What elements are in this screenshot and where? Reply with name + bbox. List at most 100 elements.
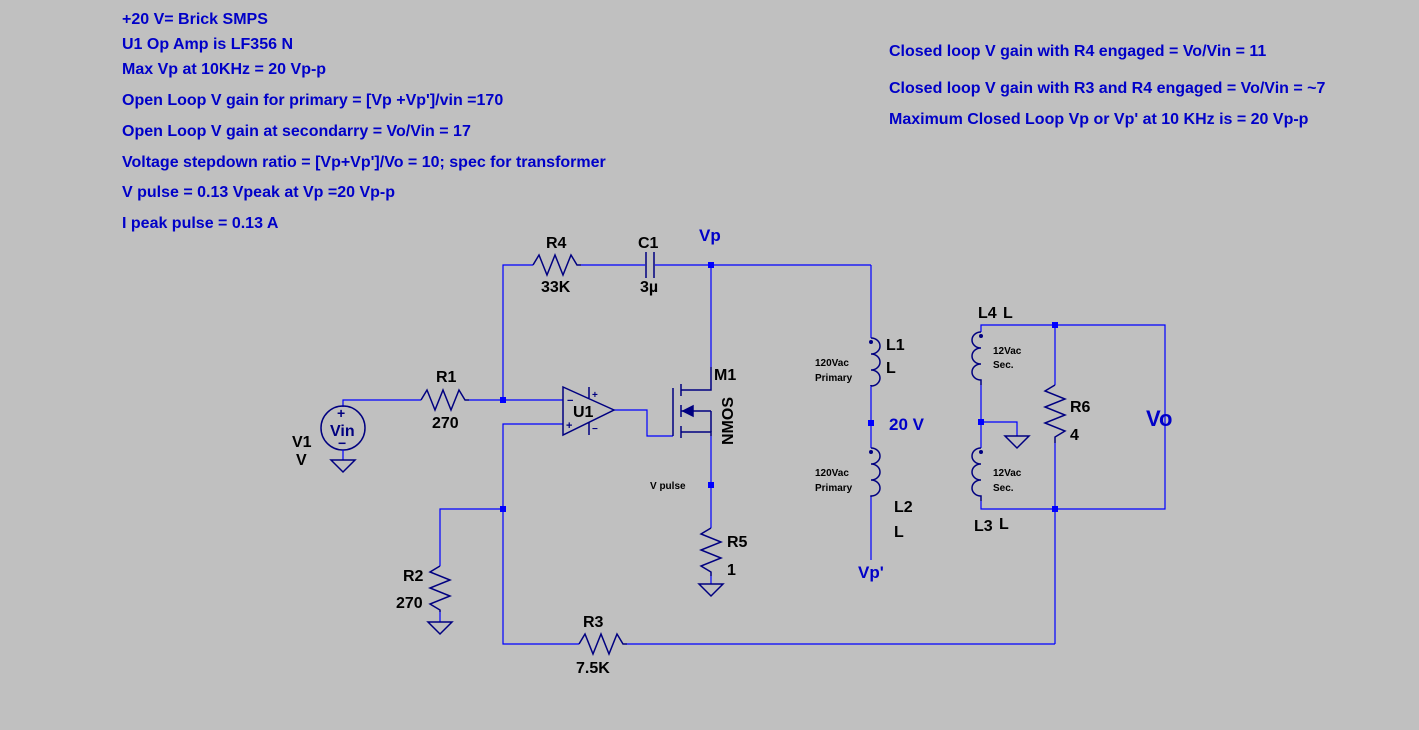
wire-out-gate: [614, 409, 673, 437]
l2-note-1: 120Vac: [815, 468, 849, 479]
note-left-5: Open Loop V gain at secondarry = Vo/Vin …: [122, 123, 471, 140]
r1-label: R1: [436, 369, 457, 386]
r6-value: 4: [1070, 427, 1079, 444]
v1-label: V1: [292, 434, 312, 451]
r3-resistor: R3 7.5K: [576, 614, 627, 677]
l2-note-2: Primary: [815, 483, 853, 494]
l3-value: L: [999, 516, 1009, 533]
wire-r4-left: [502, 264, 533, 400]
l3-note-2: Sec.: [993, 483, 1014, 494]
junction-vp: [708, 262, 714, 268]
junction-r6-bottom: [1052, 506, 1058, 512]
note-right-2: Closed loop V gain with R3 and R4 engage…: [889, 80, 1325, 97]
l4-label: L4: [978, 305, 997, 322]
note-left-6: Voltage stepdown ratio = [Vp+Vp']/Vo = 1…: [122, 154, 606, 171]
l1-label: L1: [886, 337, 905, 354]
u1-opamp: − + + − U1: [562, 385, 616, 437]
l1-note-2: Primary: [815, 373, 853, 384]
u1-minus-pin: −: [567, 395, 573, 407]
wires: [342, 264, 1166, 645]
r4-value: 33K: [541, 279, 571, 296]
l2-value: L: [894, 524, 904, 541]
l1-inductor: L1 L 120Vac Primary: [815, 337, 905, 387]
r5-ground-icon: [697, 583, 725, 598]
l2-dot-icon: [869, 450, 873, 454]
l4-value: L: [1003, 305, 1013, 322]
r4-label: R4: [546, 235, 567, 252]
r3-value: 7.5K: [576, 660, 610, 677]
u1-plus-pin: +: [566, 420, 572, 432]
junction-center-tap: [978, 419, 984, 425]
c1-capacitor: C1 3µ: [638, 235, 659, 296]
junction-20v: [868, 420, 874, 426]
notes-left: +20 V= Brick SMPS U1 Op Amp is LF356 N M…: [122, 11, 606, 232]
v1-minus-sign: −: [338, 435, 346, 451]
wire-r2: [439, 508, 503, 566]
junction-r2: [500, 506, 506, 512]
l3-dot-icon: [979, 450, 983, 454]
l3-label: L3: [974, 518, 993, 535]
r1-resistor: R1 270: [420, 369, 469, 432]
l4-dot-icon: [979, 334, 983, 338]
l4-note-1: 12Vac: [993, 346, 1022, 357]
vp-prime-net-label: Vp': [858, 563, 884, 582]
note-left-2: U1 Op Amp is LF356 N: [122, 36, 293, 53]
junction-r1: [500, 397, 506, 403]
l2-inductor: L2 L 120Vac Primary: [815, 447, 913, 541]
junction-vpulse: [708, 482, 714, 488]
v1-value: V: [296, 452, 307, 469]
u1-label: U1: [573, 404, 594, 421]
note-right-1: Closed loop V gain with R4 engaged = Vo/…: [889, 43, 1266, 60]
l4-note-2: Sec.: [993, 360, 1014, 371]
l1-dot-icon: [869, 340, 873, 344]
l3-inductor: L3 L 12Vac Sec.: [971, 447, 1022, 535]
v1-symbol: Vin: [330, 423, 355, 440]
r5-resistor: R5 1: [697, 527, 748, 598]
r3-label: R3: [583, 614, 604, 631]
note-left-1: +20 V= Brick SMPS: [122, 11, 268, 28]
wire-plus-input: [502, 423, 579, 645]
u1-vminus-pin: −: [592, 424, 598, 435]
l2-label: L2: [894, 499, 913, 516]
r2-resistor: R2 270: [396, 565, 454, 636]
center-tap-ground-icon: [1003, 435, 1031, 450]
note-left-7: V pulse = 0.13 Vpeak at Vp =20 Vp-p: [122, 184, 395, 201]
l3-note-1: 12Vac: [993, 468, 1022, 479]
l4-inductor: L4 L 12Vac Sec.: [971, 305, 1022, 385]
note-right-3: Maximum Closed Loop Vp or Vp' at 10 KHz …: [889, 111, 1309, 128]
supply-net-label: 20 V: [889, 415, 925, 434]
r5-label: R5: [727, 534, 748, 551]
note-left-4: Open Loop V gain for primary = [Vp +Vp']…: [122, 92, 503, 109]
m1-mosfet: M1 NMOS: [672, 367, 737, 445]
vo-net-label: Vo: [1146, 406, 1172, 431]
r4-resistor: R4 33K: [532, 235, 581, 296]
l1-value: L: [886, 360, 896, 377]
vpulse-net-label: V pulse: [650, 481, 686, 492]
m1-label: M1: [714, 367, 736, 384]
note-left-8: I peak pulse = 0.13 A: [122, 215, 279, 232]
r6-label: R6: [1070, 399, 1091, 416]
c1-value: 3µ: [640, 279, 658, 296]
v1-source: + Vin − V1 V: [292, 405, 366, 474]
junction-r6-top: [1052, 322, 1058, 328]
wire-v1-r1: [342, 399, 421, 407]
r2-label: R2: [403, 568, 424, 585]
l1-note-1: 120Vac: [815, 358, 849, 369]
wire-center-gnd: [981, 421, 1018, 436]
note-left-3: Max Vp at 10KHz = 20 Vp-p: [122, 61, 326, 78]
m1-type: NMOS: [720, 397, 737, 445]
v1-plus-sign: +: [337, 405, 345, 421]
r6-resistor: R6 4: [1042, 384, 1091, 444]
u1-vplus-pin: +: [592, 390, 598, 401]
vp-net-label: Vp: [699, 226, 721, 245]
wire-secondary-loop: [980, 324, 1166, 510]
v1-ground-icon: [329, 459, 357, 474]
r1-value: 270: [432, 415, 459, 432]
c1-label: C1: [638, 235, 659, 252]
junctions: [500, 262, 1058, 512]
r2-ground-icon: [426, 621, 454, 636]
r2-value: 270: [396, 595, 423, 612]
r5-value: 1: [727, 562, 736, 579]
notes-right: Closed loop V gain with R4 engaged = Vo/…: [889, 43, 1325, 128]
